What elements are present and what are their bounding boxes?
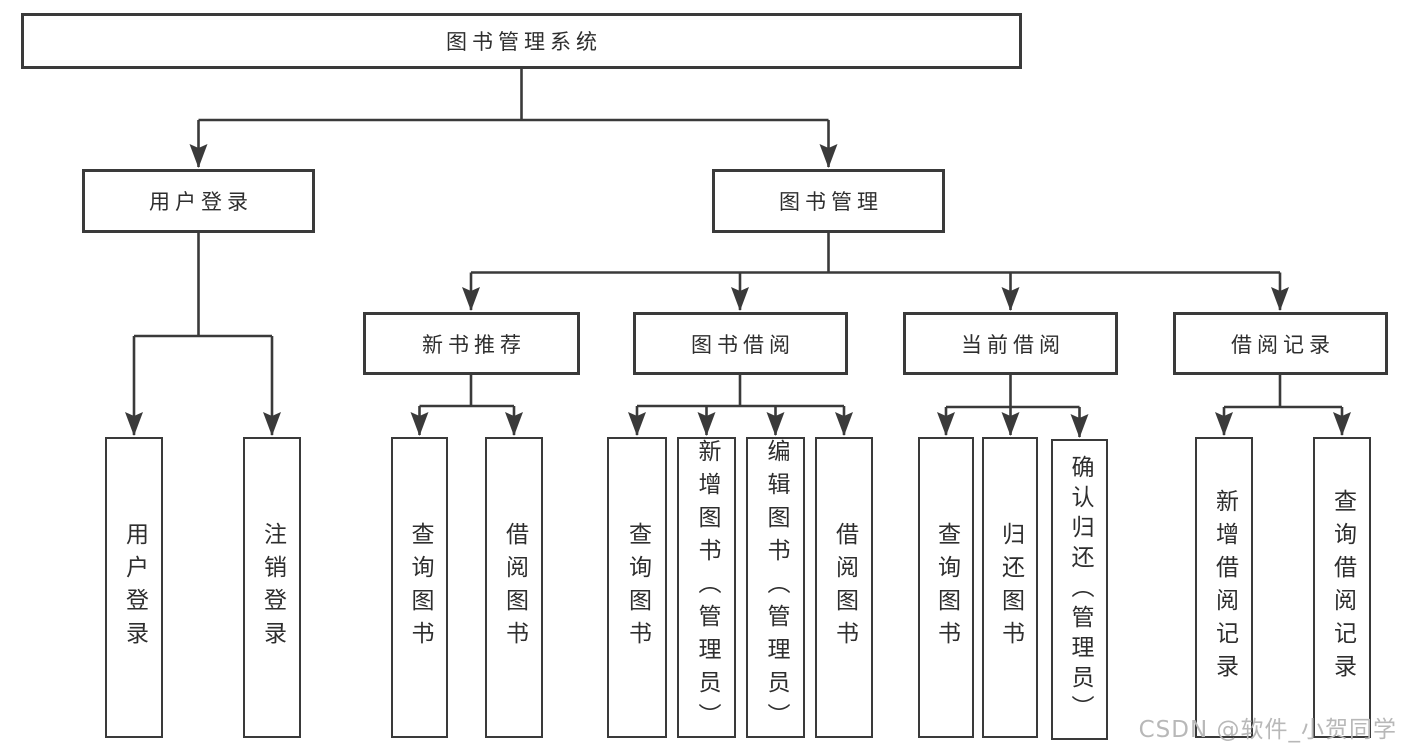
node-root-label: 图书管理系统 [446,30,602,54]
node-borrow-records-label: 借阅记录 [1231,332,1335,357]
leaf-bb-borrow-books-label: 借阅图书 [831,521,858,654]
leaf-bb-query-books: 查询图书 [607,437,667,738]
leaf-br-add-borrow-record-label: 新增借阅记录 [1211,488,1238,687]
leaf-logout-label: 注销登录 [259,521,286,654]
leaf-bb-add-books-admin: 新增图书（管理员） [677,437,736,738]
leaf-cb-confirm-return-admin-label: 确认归还（管理员） [1067,454,1093,725]
leaf-br-query-borrow-record: 查询借阅记录 [1313,437,1371,738]
leaf-bb-add-books-admin-label: 新增图书（管理员） [694,439,720,736]
node-book-borrowing-label: 图书借阅 [691,332,795,357]
leaf-user-login: 用户登录 [105,437,163,738]
leaf-nbr-query-books: 查询图书 [391,437,448,738]
leaf-nbr-query-books-label: 查询图书 [407,521,433,654]
node-borrow-records: 借阅记录 [1173,312,1388,375]
node-current-borrowing: 当前借阅 [903,312,1118,375]
leaf-cb-confirm-return-admin: 确认归还（管理员） [1051,439,1108,740]
leaf-bb-edit-books-admin-label: 编辑图书（管理员） [763,439,789,736]
node-book-borrowing: 图书借阅 [633,312,848,375]
leaf-nbr-borrow-books: 借阅图书 [485,437,543,738]
node-root: 图书管理系统 [21,13,1022,69]
node-book-management-label: 图书管理 [779,190,883,214]
node-current-borrowing-label: 当前借阅 [961,332,1065,357]
node-new-book-recommend: 新书推荐 [363,312,580,375]
leaf-cb-query-books: 查询图书 [918,437,974,738]
leaf-nbr-borrow-books-label: 借阅图书 [501,521,528,654]
leaf-bb-borrow-books: 借阅图书 [815,437,873,738]
leaf-br-add-borrow-record: 新增借阅记录 [1195,437,1253,738]
leaf-cb-return-books-label: 归还图书 [997,521,1024,654]
leaf-cb-query-books-label: 查询图书 [933,521,960,654]
leaf-bb-edit-books-admin: 编辑图书（管理员） [746,437,805,738]
node-user-login-label: 用户登录 [149,190,253,214]
leaf-br-query-borrow-record-label: 查询借阅记录 [1329,488,1356,687]
node-new-book-recommend-label: 新书推荐 [422,332,526,357]
leaf-cb-return-books: 归还图书 [982,437,1038,738]
leaf-bb-query-books-label: 查询图书 [624,521,651,654]
node-user-login: 用户登录 [82,169,315,233]
leaf-user-login-label: 用户登录 [121,521,148,654]
leaf-logout: 注销登录 [243,437,301,738]
node-book-management: 图书管理 [712,169,945,233]
csdn-watermark: CSDN @软件_小贺同学 [1138,717,1397,743]
